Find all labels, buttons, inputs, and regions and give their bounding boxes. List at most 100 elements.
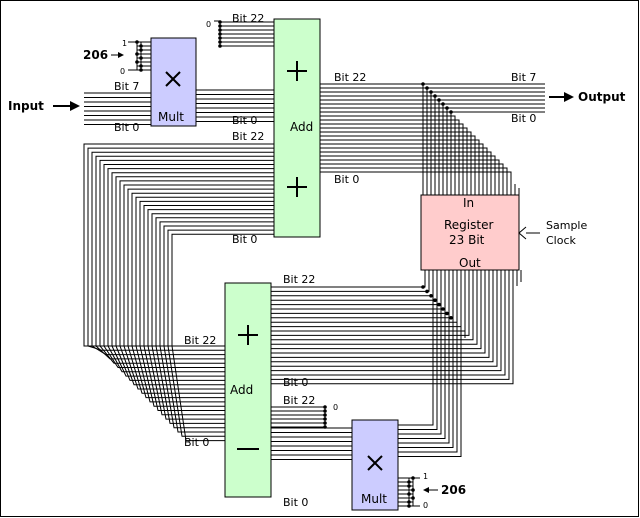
loop-into-adders-wire — [171, 233, 274, 442]
register-in-label: In — [463, 196, 474, 210]
bus-tap-dot — [218, 44, 222, 48]
bus-tap-dot — [135, 60, 139, 64]
add-block-top — [273, 18, 321, 238]
coef-bottom-label: 206 — [441, 483, 466, 497]
bit-label: Bit 22 — [283, 394, 315, 407]
bus-tap-dot — [139, 48, 143, 52]
bus-tap-dot — [437, 98, 441, 102]
loop-into-adders-wire — [163, 225, 274, 433]
const-one-label: 1 — [122, 39, 127, 48]
bus-tap-dot — [433, 94, 437, 98]
bus-tap-dot — [411, 488, 415, 492]
register-out-label: Out — [459, 256, 481, 270]
times-icon — [367, 455, 383, 471]
bus-tap-dot — [411, 476, 415, 480]
bus-tap-dot — [441, 307, 445, 311]
bit-label: Bit 22 — [184, 334, 216, 347]
const-zero-label: 0 — [120, 67, 125, 76]
bus-tap-dot — [323, 409, 327, 413]
bus-tap-dot — [218, 32, 222, 36]
loop-into-adders-wire — [119, 180, 274, 386]
bit-label: Bit 0 — [283, 376, 308, 389]
loop-into-adders-wire — [103, 164, 274, 368]
const-one-label: 1 — [423, 472, 428, 481]
bit-label: Bit 7 — [114, 80, 139, 93]
bus-tap-dot — [449, 110, 453, 114]
bus-tap-dot — [323, 421, 327, 425]
mult-bottom-label: Mult — [361, 492, 387, 506]
input-label: Input — [8, 99, 44, 113]
register-feedback-wire — [271, 270, 514, 385]
register-feedback-wire — [271, 270, 430, 292]
bus-tap-dot — [139, 56, 143, 60]
times-icon — [165, 71, 181, 87]
loop-into-adders-wire — [111, 172, 274, 377]
add-bottom-label: Add — [230, 383, 253, 397]
output-label: Output — [578, 90, 626, 104]
bit-label: Bit 22 — [283, 273, 315, 286]
bit-label: Bit 0 — [232, 233, 257, 246]
register-feedback-wire — [271, 270, 502, 372]
mult-top-label: Mult — [158, 110, 184, 124]
bus-tap-dot — [445, 311, 449, 316]
loop-into-adders-wire — [147, 209, 274, 416]
loop-into-adders-wire — [95, 155, 274, 360]
bus-wires — [83, 20, 545, 507]
bit-label: Bit 0 — [334, 173, 359, 186]
bus-tap-dot — [425, 289, 429, 294]
register-to-mult-wire — [398, 362, 442, 435]
loop-into-adders-wire — [159, 221, 274, 429]
bus-tap-dot — [323, 417, 327, 421]
bit-label: Bit 7 — [511, 71, 536, 84]
loop-into-adders-wire — [127, 188, 274, 394]
bus-tap-dot — [218, 24, 222, 28]
loop-into-adders-wire — [151, 213, 274, 420]
bus-tap-dot — [445, 106, 449, 110]
add-to-register-wire — [320, 135, 476, 195]
bus-taps — [135, 20, 453, 508]
bit-label: Bit 0 — [232, 114, 257, 127]
output-arrow-icon — [549, 92, 574, 102]
bus-tap-dot — [323, 413, 327, 417]
register-to-mult-wire — [398, 342, 462, 457]
bus-tap-dot — [323, 405, 327, 409]
loop-into-adders-wire — [135, 196, 274, 403]
bus-tap-dot — [218, 36, 222, 40]
plus-icon — [238, 325, 258, 345]
bus-tap-dot — [425, 86, 429, 90]
bus-tap-dot — [218, 20, 222, 24]
bit-label: Bit 22 — [232, 12, 264, 25]
bus-tap-dot — [411, 496, 415, 500]
bus-tap-dot — [429, 294, 433, 298]
bit-label: Bit 0 — [114, 121, 139, 134]
register-to-mult-wire — [398, 366, 438, 430]
bus-tap-dot — [429, 90, 433, 94]
bus-tap-dot — [135, 52, 139, 56]
loop-into-adders-wire — [143, 205, 274, 411]
bus-tap-dot — [421, 285, 425, 289]
bit-label: Bit 22 — [334, 71, 366, 84]
bus-tap-dot — [437, 302, 441, 307]
bus-tap-dot — [407, 484, 411, 488]
register-feedback-wire — [271, 270, 506, 376]
register-feedback-wire — [271, 270, 510, 380]
const-zero-label: 0 — [206, 20, 211, 29]
bus-tap-dot — [407, 500, 411, 504]
register-name-label: Register — [444, 218, 493, 232]
add-top-label: Add — [290, 120, 313, 134]
bus-tap-dot — [441, 102, 445, 106]
bus-tap-dot — [421, 82, 425, 86]
register-to-mult-wire — [398, 354, 450, 444]
loop-into-adders-wire — [155, 217, 274, 424]
coef-arrow-top-icon — [111, 52, 124, 58]
plus-icon — [287, 177, 307, 197]
sample-label: Sample — [546, 219, 587, 232]
loop-into-adders-wire — [87, 147, 274, 351]
register-to-mult-wire — [398, 358, 446, 439]
bus-tap-dot — [407, 492, 411, 496]
bus-tap-dot — [218, 40, 222, 44]
bus-tap-dot — [433, 298, 437, 303]
const-zero-label: 0 — [423, 501, 428, 510]
